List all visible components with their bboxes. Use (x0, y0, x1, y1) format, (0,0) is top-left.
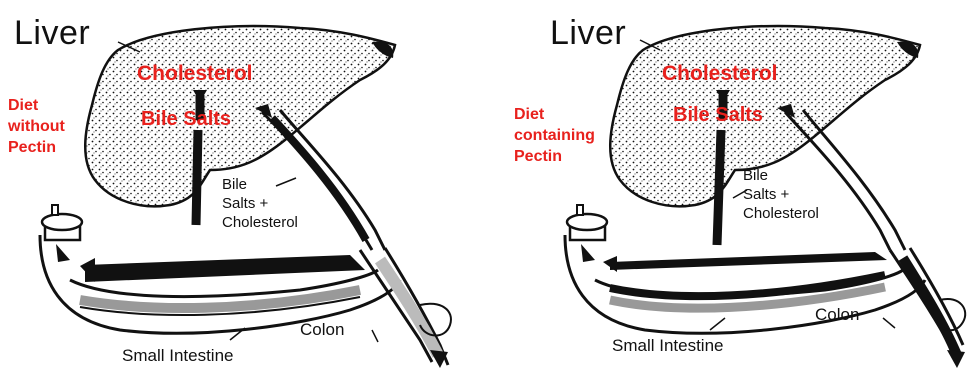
diet-line: containing (514, 125, 595, 146)
liver-label: Liver (14, 14, 90, 53)
liver-label: Liver (550, 14, 626, 53)
diet-line: Diet (8, 95, 65, 116)
text-line: Salts + (743, 185, 819, 204)
small-intestine (40, 235, 400, 333)
bile-salts-label: Bile Salts (673, 104, 763, 127)
small-intestine (565, 235, 925, 333)
bile-salts-cholesterol-label: Bile Salts + Cholesterol (743, 166, 819, 223)
diet-line: Diet (514, 104, 595, 125)
small-intestine-label: Small Intestine (122, 346, 234, 366)
diet-label: Diet without Pectin (8, 95, 65, 158)
cholesterol-label: Cholesterol (137, 62, 253, 86)
text-line: Cholesterol (743, 204, 819, 223)
diet-label: Diet containing Pectin (514, 104, 595, 167)
bile-salts-cholesterol-label: Bile Salts + Cholesterol (222, 175, 298, 232)
colon-label: Colon (815, 305, 859, 325)
text-line: Bile (222, 175, 298, 194)
text-line: Bile (743, 166, 819, 185)
colon-label: Colon (300, 320, 344, 340)
digestive-diagram-containing-pectin (485, 0, 970, 369)
text-line: Cholesterol (222, 213, 298, 232)
small-intestine-label: Small Intestine (612, 336, 724, 356)
text-line: Salts + (222, 194, 298, 213)
panel-without-pectin: Liver Cholesterol Bile Salts Diet withou… (0, 0, 485, 369)
diet-line: Pectin (8, 137, 65, 158)
diet-line: Pectin (514, 146, 595, 167)
bile-salts-label: Bile Salts (141, 108, 231, 131)
diet-line: without (8, 116, 65, 137)
cholesterol-label: Cholesterol (662, 62, 778, 86)
panel-containing-pectin: Liver Cholesterol Bile Salts Diet contai… (485, 0, 970, 369)
